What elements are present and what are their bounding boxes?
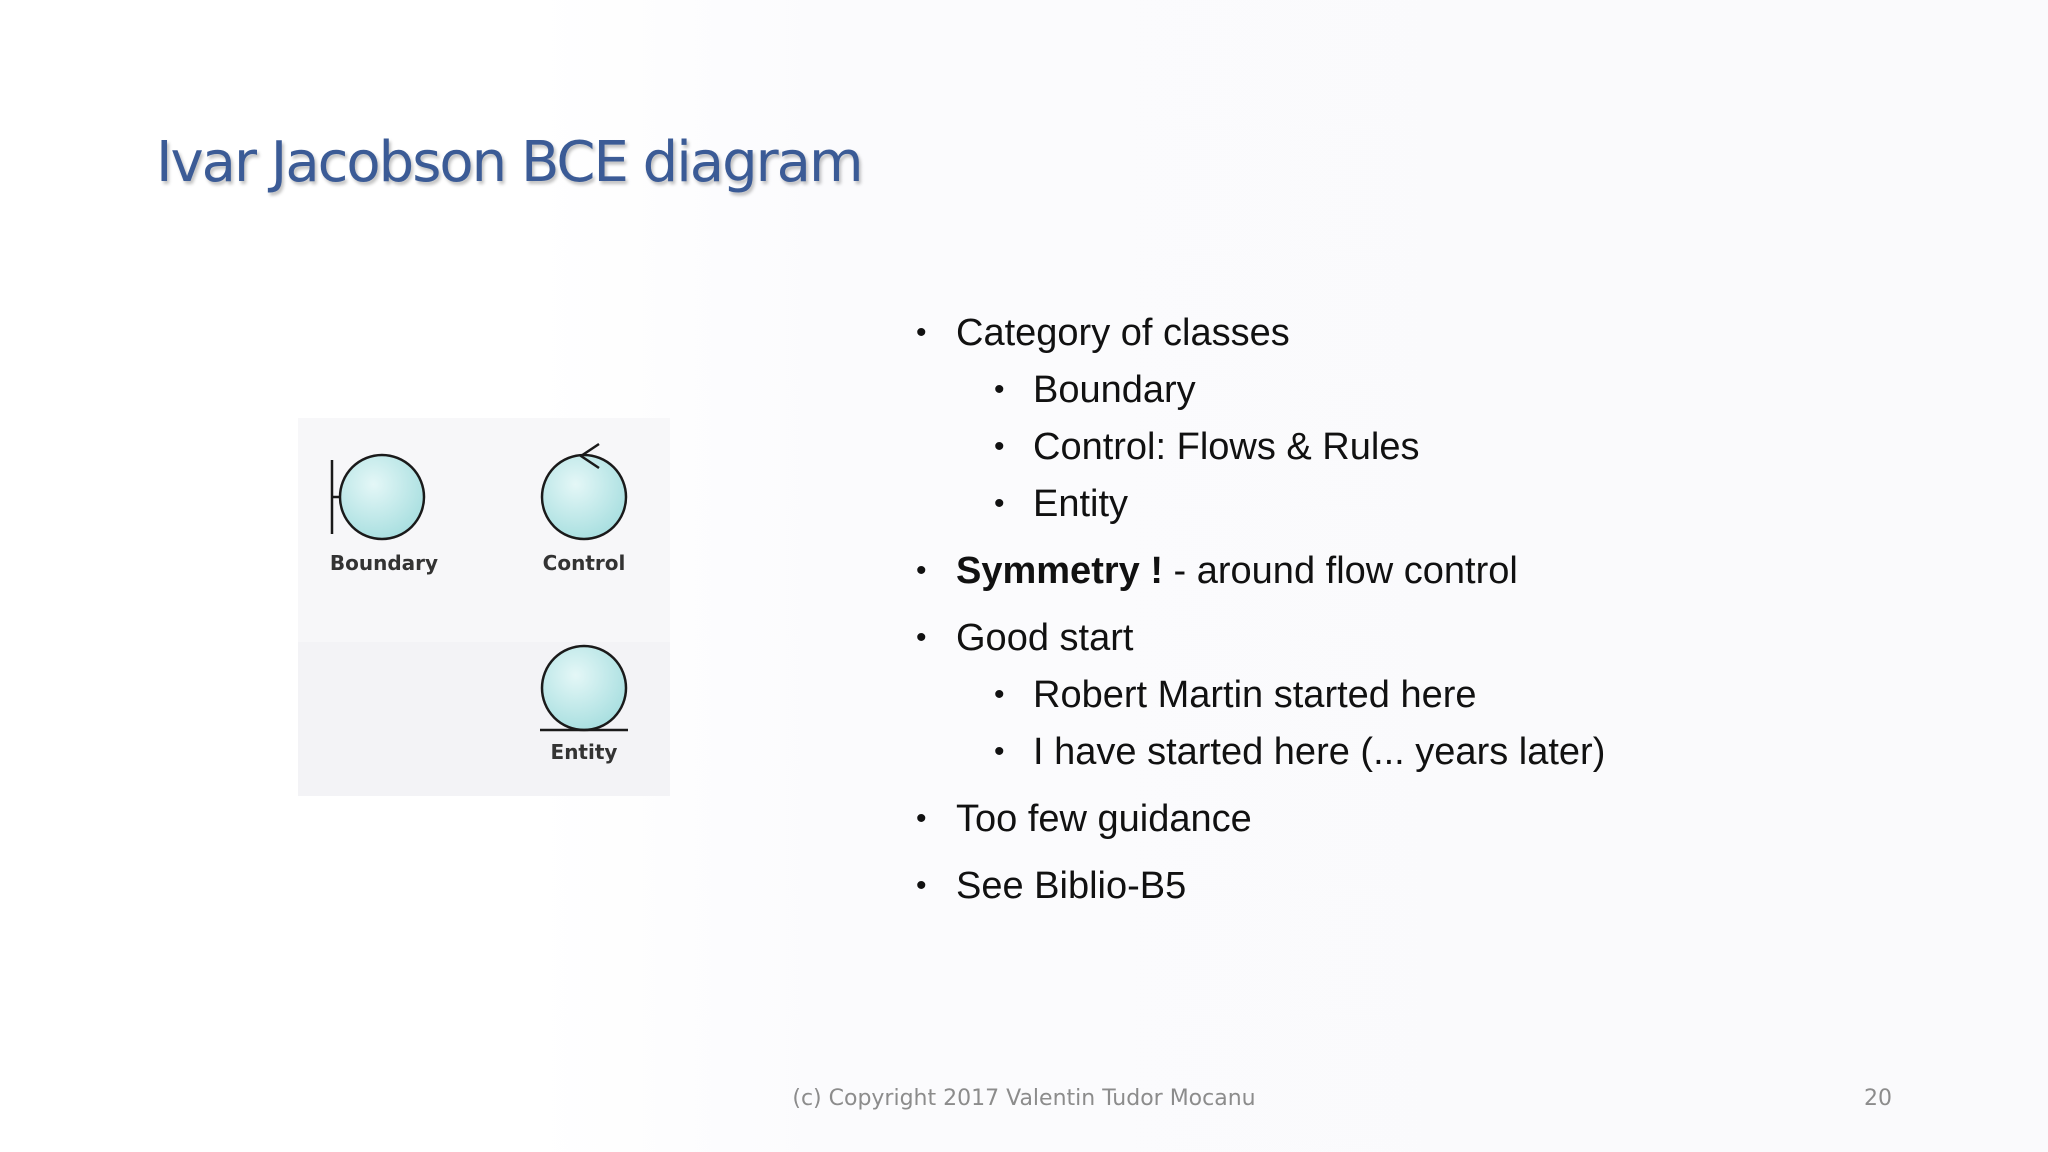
bullet-dot-icon: • xyxy=(994,678,1005,711)
bullet-bold-text: Symmetry ! xyxy=(956,550,1163,592)
bullet-dot-icon: • xyxy=(994,487,1005,520)
slide-title: Ivar Jacobson BCE diagram xyxy=(156,130,864,195)
bullet-category-of-classes: • Category of classes xyxy=(916,310,1976,356)
control-label: Control xyxy=(543,551,626,575)
bullet-symmetry: • Symmetry ! - around flow control xyxy=(916,548,1976,594)
control-icon xyxy=(540,442,628,541)
boundary-label: Boundary xyxy=(330,551,438,575)
entity-icon xyxy=(540,644,628,732)
bce-diagram: Boundary Control Entity xyxy=(298,418,670,796)
bullet-text: Too few guidance xyxy=(956,798,1252,840)
page-number: 20 xyxy=(1864,1086,1892,1111)
bullet-dot-icon: • xyxy=(916,869,927,902)
bullet-text: Robert Martin started here xyxy=(1033,674,1477,716)
bullet-text: I have started here (... years later) xyxy=(1033,731,1606,773)
bullet-dot-icon: • xyxy=(994,430,1005,463)
bce-diagram-svg: Boundary Control Entity xyxy=(298,418,670,796)
bullet-too-few-guidance: • Too few guidance xyxy=(916,796,1976,842)
boundary-icon xyxy=(330,453,426,541)
copyright-footer: (c) Copyright 2017 Valentin Tudor Mocanu xyxy=(792,1086,1256,1111)
bullet-text: See Biblio-B5 xyxy=(956,865,1187,907)
bullet-text: Entity xyxy=(1033,483,1129,525)
entity-label: Entity xyxy=(551,740,618,764)
sub-bullet-control: • Control: Flows & Rules xyxy=(916,424,1976,470)
bullet-text: Good start xyxy=(956,617,1134,659)
sub-bullet-entity: • Entity xyxy=(916,481,1976,527)
bullet-dot-icon: • xyxy=(994,373,1005,406)
bullet-text: Boundary xyxy=(1033,369,1196,411)
sub-bullet-robert-martin: • Robert Martin started here xyxy=(916,672,1976,718)
sub-bullet-boundary: • Boundary xyxy=(916,367,1976,413)
bullet-dot-icon: • xyxy=(916,621,927,654)
bullet-dot-icon: • xyxy=(994,735,1005,768)
bullet-text: Category of classes xyxy=(956,312,1290,354)
sub-bullet-i-have-started: • I have started here (... years later) xyxy=(916,729,1976,775)
bullet-see-biblio: • See Biblio-B5 xyxy=(916,863,1976,909)
bullet-good-start: • Good start xyxy=(916,615,1976,661)
bullet-dot-icon: • xyxy=(916,554,927,587)
bullet-dot-icon: • xyxy=(916,316,927,349)
bullet-dot-icon: • xyxy=(916,802,927,835)
bullet-text: Control: Flows & Rules xyxy=(1033,426,1420,468)
bullet-list: • Category of classes • Boundary • Contr… xyxy=(916,310,1976,909)
bullet-text: - around flow control xyxy=(1162,550,1518,592)
